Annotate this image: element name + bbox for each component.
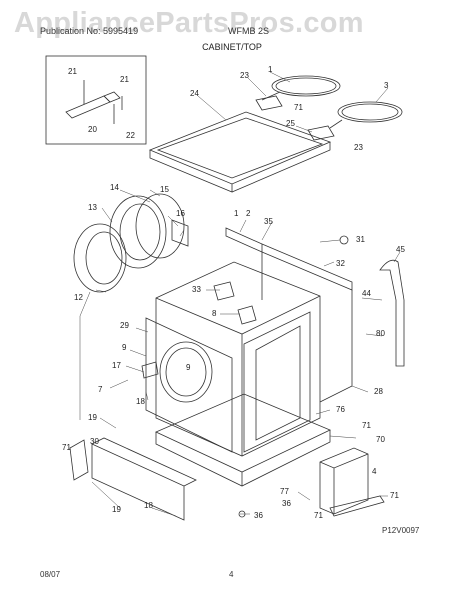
callout-23a: 23 xyxy=(240,71,249,80)
door-assembly xyxy=(73,193,189,293)
callout-36a: 36 xyxy=(282,499,291,508)
callout-18: 18 xyxy=(144,501,153,510)
callout-35: 35 xyxy=(264,217,273,226)
callout-77: 77 xyxy=(280,487,289,496)
callout-45: 45 xyxy=(396,245,405,254)
callout-25: 25 xyxy=(286,119,295,128)
callout-39d: 71 xyxy=(390,491,399,500)
callout-36b: 36 xyxy=(254,511,263,520)
callout-1: 1 xyxy=(268,65,273,74)
callout-33: 33 xyxy=(192,285,201,294)
callout-31: 31 xyxy=(356,235,365,244)
callout-21a: 21 xyxy=(68,67,77,76)
callout-76: 76 xyxy=(336,405,345,414)
callout-44: 44 xyxy=(362,289,371,298)
leader-lines xyxy=(79,71,401,517)
callout-3: 3 xyxy=(384,81,389,90)
callout-70: 70 xyxy=(376,435,385,444)
watermark: AppliancePartsPros.com xyxy=(14,7,364,39)
figure-code: P12V0097 xyxy=(382,526,420,535)
base-frame xyxy=(155,393,331,487)
callout-11: 13 xyxy=(88,203,97,212)
callout-39b: 71 xyxy=(362,421,371,430)
control-box xyxy=(319,447,369,515)
callout-4: 4 xyxy=(372,467,377,476)
callout-7: 7 xyxy=(98,385,103,394)
handle xyxy=(329,495,385,517)
callout-21b: 21 xyxy=(120,75,129,84)
callout-30: 30 xyxy=(90,437,99,446)
callout-23b: 23 xyxy=(354,143,363,152)
callout-32: 32 xyxy=(336,259,345,268)
callout-12: 14 xyxy=(110,183,119,192)
callout-13: 15 xyxy=(160,185,169,194)
callout-24: 24 xyxy=(190,89,199,98)
callout-19: 19 xyxy=(112,505,121,514)
small-parts xyxy=(69,235,349,518)
callout-labels: 21 21 20 22 1 3 23 71 24 25 23 14 15 13 … xyxy=(62,65,405,520)
callout-14: 16 xyxy=(176,209,185,218)
model-number: WFMB 2S xyxy=(228,26,270,36)
callout-9a: 9 xyxy=(122,343,127,352)
inlet-hoses xyxy=(261,75,403,129)
cabinet-body xyxy=(145,261,321,457)
callout-16: 18 xyxy=(136,397,145,406)
hose-brackets xyxy=(255,95,335,141)
callout-8: 8 xyxy=(212,309,217,318)
section-title: CABINET/TOP xyxy=(202,42,262,52)
callout-28: 28 xyxy=(374,387,383,396)
top-panel xyxy=(148,111,332,193)
callout-29: 29 xyxy=(120,321,129,330)
callout-80: 80 xyxy=(376,329,385,338)
callout-9b: 9 xyxy=(186,363,191,372)
publication-number: Publication No: 5995419 xyxy=(40,26,139,36)
callout-15: 17 xyxy=(112,361,121,370)
callout-20: 20 xyxy=(88,125,97,134)
callout-10: 12 xyxy=(74,293,83,302)
callout-39c: 71 xyxy=(62,443,71,452)
rear-frame xyxy=(225,227,353,403)
callout-1b: 1 xyxy=(234,209,239,218)
footer-date: 08/07 xyxy=(40,570,61,579)
callout-22: 22 xyxy=(126,131,135,140)
inset-bracket-group xyxy=(45,55,147,145)
callout-17: 19 xyxy=(88,413,97,422)
drain-hose xyxy=(379,259,405,367)
page-number: 4 xyxy=(229,570,234,579)
callout-71: 71 xyxy=(314,511,323,520)
callout-2: 2 xyxy=(246,209,251,218)
kick-panel xyxy=(91,437,197,521)
callout-39a: 71 xyxy=(294,103,303,112)
